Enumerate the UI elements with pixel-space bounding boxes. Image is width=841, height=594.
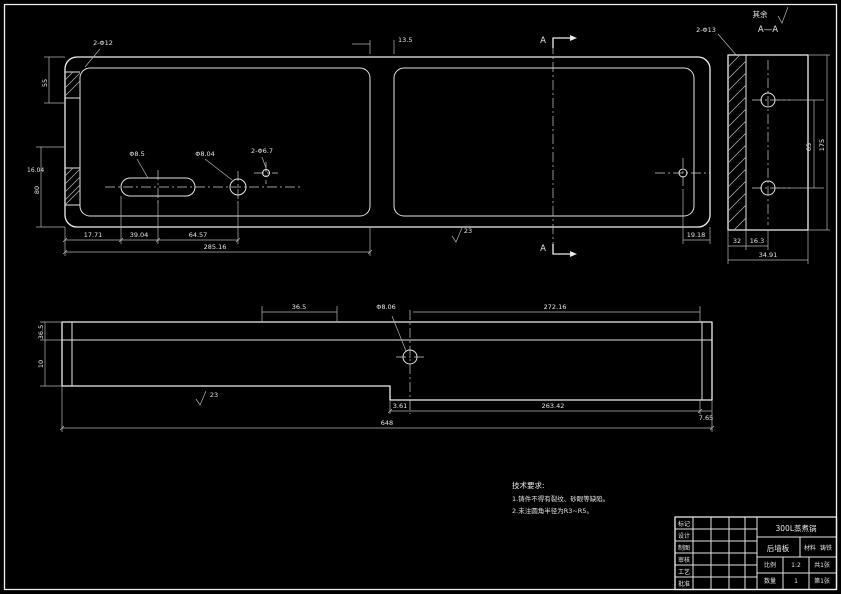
sheet-count: 共1张 — [814, 561, 830, 569]
section-hatch — [727, 54, 747, 231]
section-cut-markers: A A — [540, 35, 577, 257]
rib-dimension: 13.5 — [398, 36, 412, 44]
front-dimension-ticks — [59, 408, 715, 431]
row-label-4: 审核 — [678, 556, 690, 564]
roughness-symbol — [451, 227, 463, 243]
front-left-dim-2: 10 — [37, 360, 45, 368]
material-value: 铸铁 — [820, 544, 832, 552]
title-block-grid — [675, 517, 837, 590]
surface-note-label: 其余 — [753, 9, 768, 19]
drawing-frame — [3, 3, 838, 591]
cutting-plane-flags — [552, 37, 570, 255]
title-block: 300L蒸煮锅 后墙板 材料 铸铁 标记 设计 制图 审核 工艺 批准 比例 1… — [674, 516, 838, 591]
section-bottom-dim-overall: 34.91 — [759, 251, 778, 259]
top-view-pocket-left — [79, 67, 371, 217]
front-dimension-lines — [40, 306, 713, 432]
front-centerlines — [396, 310, 424, 414]
slot-callout: Φ8.5 — [129, 150, 144, 158]
technical-notes: 技术要求: 1.铸件不得有裂纹、砂眼等缺陷。 2.未注圆角半径为R3~R5。 — [512, 480, 609, 515]
top-view-outline — [64, 56, 711, 228]
notes-title: 技术要求: — [512, 480, 545, 490]
row-label-2: 设计 — [678, 532, 690, 540]
section-dimension-lines — [727, 54, 830, 264]
section-view-title: A—A — [758, 25, 778, 35]
leader-lines — [84, 48, 267, 181]
left-dim-2: 16.04 — [27, 167, 44, 174]
frame-border — [3, 3, 838, 591]
sheet-number: 第1张 — [814, 577, 830, 585]
section-bottom-dim-2: 16.3 — [750, 237, 764, 245]
roughness-value: 23 — [464, 227, 472, 235]
section-label-top: A — [540, 36, 546, 46]
row-label-3: 制图 — [678, 544, 690, 552]
dimension-lines — [36, 40, 711, 256]
left-dim-3: 80 — [33, 186, 41, 194]
front-hole-callout: Φ8.06 — [376, 303, 396, 311]
section-label-bottom: A — [540, 244, 546, 254]
section-leader — [717, 33, 738, 57]
dimension-ticks — [62, 237, 373, 255]
bottom-dim-right: 19.18 — [687, 231, 706, 239]
qty-value: 1 — [794, 578, 798, 585]
section-view: 其余 A—A 2-Φ13 65 175 32 16.3 34.91 — [696, 6, 830, 264]
cut-arrow-bottom — [570, 251, 577, 257]
scale-label: 比例 — [764, 561, 776, 569]
front-bottom-dim-2: 263.42 — [542, 402, 565, 410]
wall-hatch — [64, 71, 81, 206]
front-bottom-dim-overall: 648 — [381, 419, 393, 427]
cut-arrow-top — [570, 35, 577, 41]
front-view-inner-lines — [62, 322, 712, 400]
row-label-5: 工艺 — [678, 568, 690, 576]
section-bottom-dim-1: 32 — [733, 237, 741, 245]
notes-item-2: 2.未注圆角半径为R3~R5。 — [512, 506, 593, 515]
bottom-dim-2: 39.04 — [130, 231, 149, 239]
front-view: 36.5 Φ8.06 272.16 36.5 10 3.61 263.42 7.… — [37, 303, 715, 432]
small-hole-callout: 2-Φ6.7 — [251, 147, 273, 155]
corner-holes-callout: 2-Φ12 — [93, 39, 113, 47]
section-dim-inner: 65 — [805, 143, 813, 151]
bottom-dim-1: 17.71 — [84, 231, 103, 239]
front-roughness-value: 23 — [210, 391, 218, 399]
section-dim-overall: 175 — [818, 139, 826, 151]
product-name: 300L蒸煮锅 — [776, 523, 817, 533]
hole-callout: Φ8.04 — [195, 150, 215, 158]
row-label-1: 标记 — [678, 520, 690, 528]
front-top-dim-1: 36.5 — [292, 303, 306, 311]
top-view: 23 2-Φ12 13.5 Φ8.5 Φ8.04 2-Φ6.7 55 16.04… — [27, 36, 711, 256]
front-top-dim-2: 272.16 — [544, 303, 567, 311]
qty-label: 数量 — [764, 577, 776, 585]
surface-roughness-icon — [777, 6, 789, 24]
part-name: 后墙板 — [767, 543, 790, 553]
front-bottom-dim-3: 7.65 — [699, 414, 713, 422]
front-bottom-dim-1: 3.61 — [393, 402, 407, 410]
left-dim-1: 55 — [41, 79, 49, 87]
material-label: 材料 — [804, 544, 816, 552]
front-left-dim-1: 36.5 — [37, 325, 45, 339]
front-roughness-symbol — [195, 390, 207, 406]
front-leader — [391, 315, 407, 352]
centerlines — [105, 158, 710, 204]
bottom-dim-overall: 285.16 — [204, 243, 227, 251]
bottom-dim-3: 64.57 — [189, 231, 208, 239]
top-view-pocket-right — [393, 67, 695, 217]
row-label-6: 批准 — [678, 580, 690, 588]
notes-item-1: 1.铸件不得有裂纹、砂眼等缺陷。 — [512, 494, 609, 503]
scale-value: 1:2 — [791, 562, 801, 569]
section-holes-callout: 2-Φ13 — [696, 26, 716, 34]
